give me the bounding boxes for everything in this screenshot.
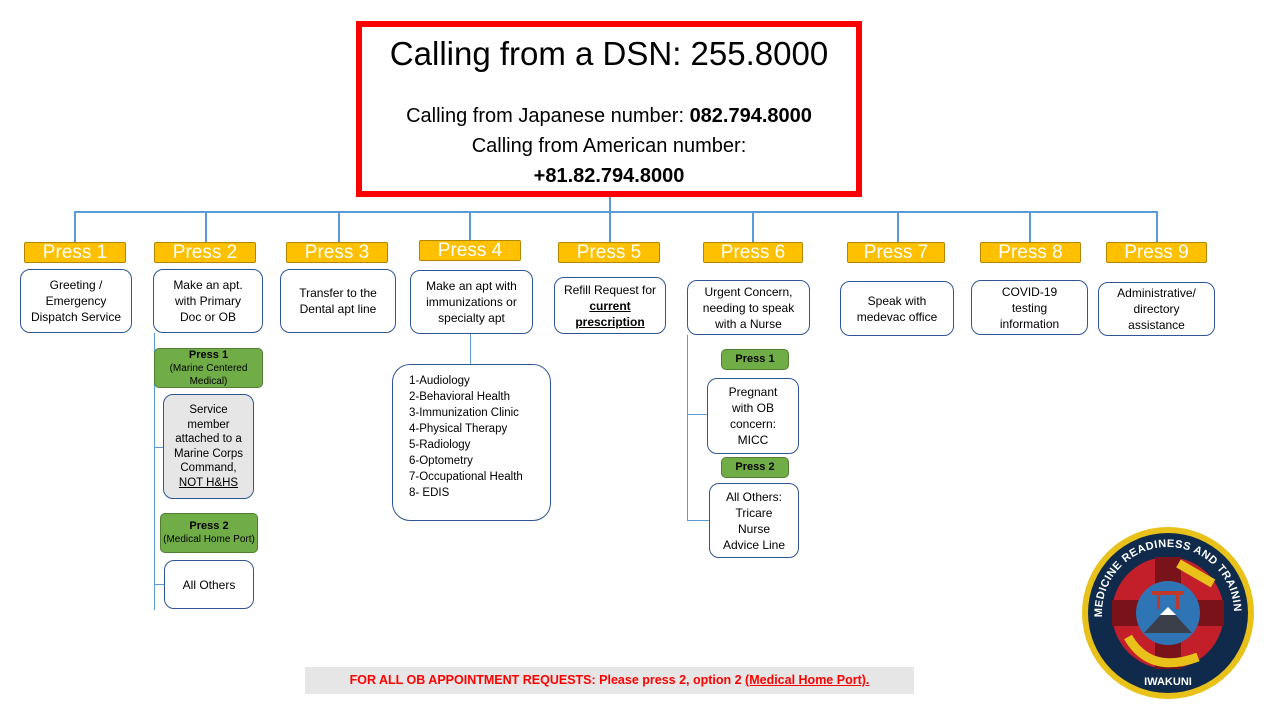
- press2-option1-desc: Service member attached to a Marine Corp…: [173, 404, 244, 474]
- option-4-box: Make an apt with immunizations or specia…: [410, 270, 533, 334]
- option-5-desc: Refill Request for: [563, 282, 657, 297]
- connector: [154, 447, 163, 448]
- connector: [470, 334, 471, 364]
- dsn-line: Calling from a DSN: 255.8000: [389, 35, 829, 72]
- press-9-label: Press 9: [1106, 242, 1207, 263]
- press2-option2-title: Press 2: [189, 520, 229, 532]
- list-item: 1-Audiology: [409, 375, 470, 387]
- press-1-label: Press 1: [24, 242, 126, 263]
- connector: [469, 212, 471, 240]
- connector-top: [74, 211, 1158, 213]
- press-4-label: Press 4: [419, 240, 521, 261]
- list-item: 3-Immunization Clinic: [409, 407, 519, 419]
- connector: [154, 584, 164, 585]
- connector-root: [609, 197, 611, 212]
- connector: [338, 212, 340, 242]
- list-item: 2-Behavioral Health: [409, 391, 511, 403]
- connector: [752, 212, 754, 242]
- press-7-label: Press 7: [847, 242, 945, 263]
- press2-option1-badge: Press 1 (Marine Centered Medical): [154, 348, 263, 388]
- press2-option1-emph: NOT H&HS: [178, 476, 239, 489]
- press6-option1-badge: Press 1: [721, 349, 789, 370]
- american-number: +81.82.794.8000: [533, 165, 685, 187]
- press6-branch-line: [687, 335, 688, 521]
- connector: [687, 414, 707, 415]
- connector: [205, 212, 207, 242]
- connector: [609, 212, 611, 242]
- option-2-box: Make an apt. with Primary Doc or OB: [153, 269, 263, 333]
- option-5-box: Refill Request for current prescription: [554, 277, 666, 334]
- press2-option2-sub: (Medical Home Port): [163, 534, 255, 545]
- list-item: 8- EDIS: [409, 487, 450, 499]
- option-6-box: Urgent Concern, needing to speak with a …: [687, 280, 810, 335]
- option-5-emph: current prescription: [575, 298, 645, 329]
- option-8-box: COVID-19 testing information: [971, 280, 1088, 335]
- option-9-box: Administrative/ directory assistance: [1098, 282, 1215, 336]
- japan-number: 082.794.8000: [689, 105, 812, 127]
- press-2-label: Press 2: [154, 242, 256, 263]
- press6-option2-box: All Others: Tricare Nurse Advice Line: [709, 483, 799, 558]
- option-1-box: Greeting / Emergency Dispatch Service: [20, 269, 132, 333]
- press2-option2-box: All Others: [164, 560, 254, 609]
- press6-option2-badge: Press 2: [721, 457, 789, 478]
- list-item: 6-Optometry: [409, 455, 473, 467]
- press6-option1-box: Pregnant with OB concern: MICC: [707, 378, 799, 454]
- ob-notice-banner: FOR ALL OB APPOINTMENT REQUESTS: Please …: [305, 667, 914, 694]
- list-item: 7-Occupational Health: [409, 471, 523, 483]
- connector: [1156, 212, 1158, 242]
- option-7-box: Speak with medevac office: [840, 281, 954, 336]
- american-label: Calling from American number:: [471, 135, 747, 157]
- connector: [687, 520, 709, 521]
- seal-bottom-text: IWAKUNI: [1144, 676, 1192, 688]
- specialty-list: 1-Audiology 2-Behavioral Health 3-Immuni…: [392, 364, 551, 521]
- press2-branch-line: [154, 333, 155, 610]
- ob-notice-text: FOR ALL OB APPOINTMENT REQUESTS: Please …: [349, 673, 746, 687]
- option-3-box: Transfer to the Dental apt line: [280, 269, 396, 333]
- ob-notice-link: (Medical Home Port).: [745, 673, 870, 687]
- japan-label: Calling from Japanese number:: [406, 105, 690, 127]
- press2-option1-box: Service member attached to a Marine Corp…: [163, 394, 254, 499]
- connector: [1029, 212, 1031, 242]
- press-6-label: Press 6: [703, 242, 803, 263]
- connector: [74, 212, 76, 242]
- press2-option1-title: Press 1: [188, 348, 229, 361]
- list-item: 4-Physical Therapy: [409, 423, 508, 435]
- press-5-label: Press 5: [558, 242, 660, 263]
- press-3-label: Press 3: [286, 242, 388, 263]
- connector: [897, 212, 899, 242]
- press6-option1-title: Press 1: [735, 353, 775, 365]
- press2-option1-sub: (Marine Centered Medical): [169, 362, 248, 387]
- press-8-label: Press 8: [980, 242, 1081, 263]
- press2-option2-badge: Press 2 (Medical Home Port): [160, 513, 258, 553]
- list-item: 5-Radiology: [409, 439, 471, 451]
- unit-seal-logo: NAVY MEDICINE READINESS AND TRAINING UNI…: [1080, 525, 1254, 699]
- press6-option2-title: Press 2: [735, 461, 775, 473]
- phone-header-box: Calling from a DSN: 255.8000 Calling fro…: [356, 21, 862, 197]
